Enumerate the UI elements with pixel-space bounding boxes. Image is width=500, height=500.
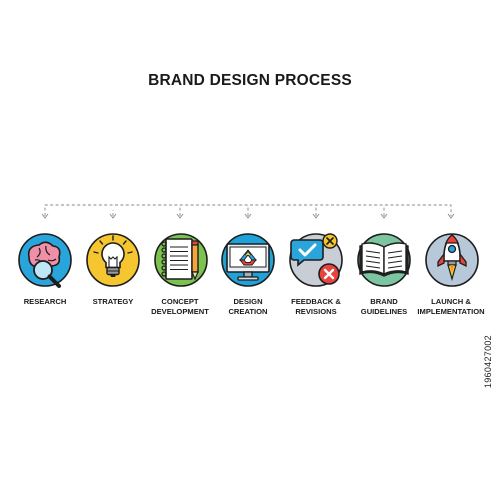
arrow-3 xyxy=(176,213,184,219)
step-launch-implementation xyxy=(416,230,488,290)
arrow-1 xyxy=(41,213,49,219)
step-label-strategy: STRATEGY xyxy=(92,297,134,306)
step-design-creation xyxy=(212,230,284,290)
step-label-design-creation: DESIGN CREATION xyxy=(228,297,268,316)
rocket-icon xyxy=(425,233,479,287)
step-brand-guidelines xyxy=(348,230,420,290)
step-strategy xyxy=(77,230,149,290)
arrow-6 xyxy=(380,213,388,219)
step-research xyxy=(9,230,81,290)
stock-id-watermark: 1960427002 xyxy=(483,335,493,389)
step-label-research: RESEARCH xyxy=(23,297,67,306)
lightbulb-icon xyxy=(86,233,140,287)
step-label-concept-development: CONCEPT DEVELOPMENT xyxy=(151,297,209,316)
step-feedback-revisions xyxy=(280,230,352,290)
step-label-feedback-revisions: FEEDBACK & REVISIONS xyxy=(291,297,341,316)
arrow-7 xyxy=(447,213,455,219)
step-label-launch-implementation: LAUNCH & IMPLEMENTATION xyxy=(417,297,485,316)
monitor-icon xyxy=(221,233,275,287)
step-concept-development xyxy=(145,230,217,290)
arrow-5 xyxy=(312,213,320,219)
arrow-2 xyxy=(109,213,117,219)
diagram-title: BRAND DESIGN PROCESS xyxy=(148,72,352,89)
connector-upper xyxy=(44,204,452,216)
open-book-icon xyxy=(357,233,411,287)
brain-magnifier-icon xyxy=(18,233,72,288)
notebook-pencil-icon xyxy=(154,233,208,287)
step-label-brand-guidelines: BRAND GUIDELINES xyxy=(360,297,408,316)
chat-bubbles-icon xyxy=(289,233,343,287)
arrow-4 xyxy=(244,213,252,219)
